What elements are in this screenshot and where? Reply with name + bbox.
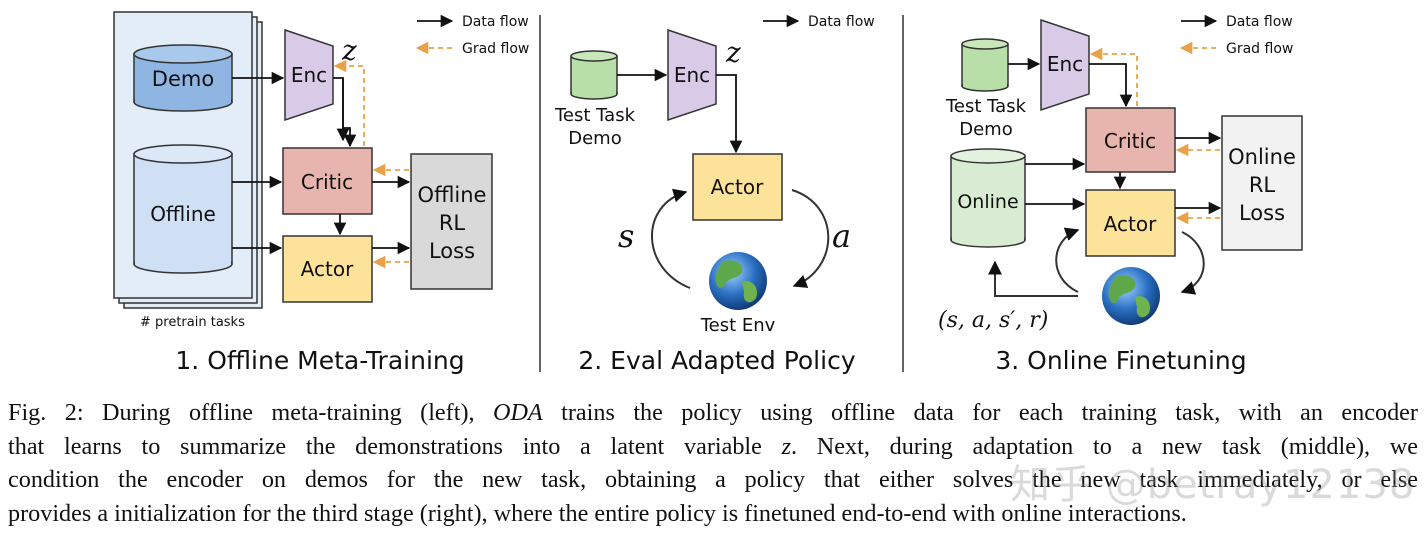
- ft-demo-line-1: Test Task: [945, 96, 1027, 117]
- actor-label-ft: Actor: [1104, 212, 1157, 236]
- loop-arrow-state-ft: [1055, 227, 1080, 293]
- ft-demo-line-2: Demo: [959, 119, 1012, 140]
- loop-arrow-state: [651, 188, 691, 289]
- loss-line-3: Loss: [429, 239, 475, 263]
- encoder-label: Enc: [291, 63, 327, 87]
- online-rl-loss-block: Online RL Loss: [1221, 115, 1303, 251]
- figure: Demo Offline # pretrain tasks Enc z Crit…: [113, 11, 1303, 375]
- caption-text: trains the policy using offline data for…: [542, 399, 1418, 426]
- caption-text: condition the encoder on demos for the n…: [8, 466, 1418, 493]
- actor-label: Actor: [301, 257, 354, 281]
- demo-label: Demo: [152, 67, 214, 91]
- caption-line-2: that learns to summarize the demonstrati…: [8, 430, 1418, 464]
- caption-text: provides a initialization for the third …: [8, 499, 1187, 527]
- pretrain-tasks-note: # pretrain tasks: [140, 315, 245, 330]
- demo-cylinder: Demo: [133, 44, 233, 112]
- loss-line-1: Offline: [418, 183, 487, 207]
- legend-data-label: Data flow: [462, 14, 529, 30]
- critic-label-ft: Critic: [1104, 129, 1156, 153]
- encoder-label-ft: Enc: [1047, 52, 1083, 76]
- transition-tuple: (s, a, s′, r): [938, 308, 1048, 333]
- caption-latent-var: z: [781, 432, 792, 460]
- action-a-label: a: [832, 217, 851, 255]
- online-loss-line-1: Online: [1228, 145, 1296, 169]
- panel-1-title: 1. Offline Meta-Training: [175, 346, 464, 375]
- arrow-transition-to-online: [988, 260, 1078, 297]
- encoder-label-eval: Enc: [674, 63, 710, 87]
- actor-block-ft: Actor: [1085, 189, 1176, 257]
- offline-label: Offline: [150, 202, 216, 226]
- legend-grad-label: Grad flow: [462, 41, 529, 57]
- state-s-label: s: [618, 217, 634, 255]
- test-task-demo-cylinder: [570, 50, 618, 100]
- caption-text: . Next, during adaptation to a new task …: [791, 432, 1418, 460]
- panel-2-title: 2. Eval Adapted Policy: [578, 346, 855, 375]
- grad-critic-to-enc-ft: [1089, 47, 1138, 106]
- figure-caption: Fig. 2: During offline meta-training (le…: [8, 396, 1418, 530]
- test-demo-line-1: Test Task: [554, 105, 636, 126]
- critic-label: Critic: [301, 170, 353, 194]
- panel-eval-adapted-policy: Test Task Demo Enc z Actor s a Test Env …: [554, 14, 875, 375]
- latent-z-label: z: [341, 34, 357, 67]
- critic-block: Critic: [282, 147, 373, 215]
- online-cylinder: Online: [950, 148, 1026, 248]
- online-loss-line-2: RL: [1249, 173, 1276, 197]
- caption-text: Fig. 2: During offline meta-training (le…: [8, 399, 493, 426]
- actor-block: Actor: [282, 235, 373, 303]
- test-demo-line-2: Demo: [568, 128, 621, 149]
- legend-grad-label-ft: Grad flow: [1226, 41, 1293, 57]
- loop-arrow-action-ft: [1180, 231, 1205, 295]
- test-task-demo-cylinder-ft: [961, 38, 1009, 92]
- offline-cylinder: Offline: [133, 144, 233, 274]
- online-loss-line-3: Loss: [1239, 201, 1285, 225]
- encoder-block-ft: Enc: [1040, 18, 1090, 112]
- arrow-enc-to-actor-eval: [716, 74, 743, 154]
- caption-line-3: condition the encoder on demos for the n…: [8, 463, 1418, 497]
- test-env-label: Test Env: [700, 315, 776, 336]
- latent-z-label-eval: z: [725, 36, 741, 69]
- loop-arrow-action: [791, 189, 830, 288]
- globe-icon-ft: [1102, 267, 1160, 325]
- arrow-enc-to-critic-ft: [1089, 63, 1133, 108]
- caption-text: that learns to summarize the demonstrati…: [8, 432, 782, 460]
- panel-offline-meta-training: Demo Offline # pretrain tasks Enc z Crit…: [113, 11, 529, 375]
- actor-block-eval: Actor: [692, 153, 783, 221]
- legend-data-label-eval: Data flow: [808, 14, 875, 30]
- encoder-block-eval: Enc: [667, 28, 717, 122]
- loss-line-2: RL: [439, 211, 466, 235]
- encoder-block: Enc: [284, 28, 334, 122]
- actor-label-eval: Actor: [711, 175, 764, 199]
- caption-line-1: Fig. 2: During offline meta-training (le…: [8, 396, 1418, 430]
- globe-icon: [709, 252, 767, 310]
- legend-data-label-ft: Data flow: [1226, 14, 1293, 30]
- caption-method-name: ODA: [492, 399, 543, 426]
- caption-line-4: provides a initialization for the third …: [8, 497, 1418, 531]
- panel-3-title: 3. Online Finetuning: [995, 346, 1246, 375]
- panel-online-finetuning: Test Task Demo Online Enc Critic Actor O…: [938, 14, 1303, 375]
- arrow-enc-to-critic: [333, 77, 357, 148]
- online-label: Online: [957, 191, 1018, 213]
- critic-block-ft: Critic: [1085, 107, 1176, 173]
- offline-rl-loss-block: Offline RL Loss: [410, 153, 493, 290]
- grad-critic-to-enc: [333, 59, 365, 146]
